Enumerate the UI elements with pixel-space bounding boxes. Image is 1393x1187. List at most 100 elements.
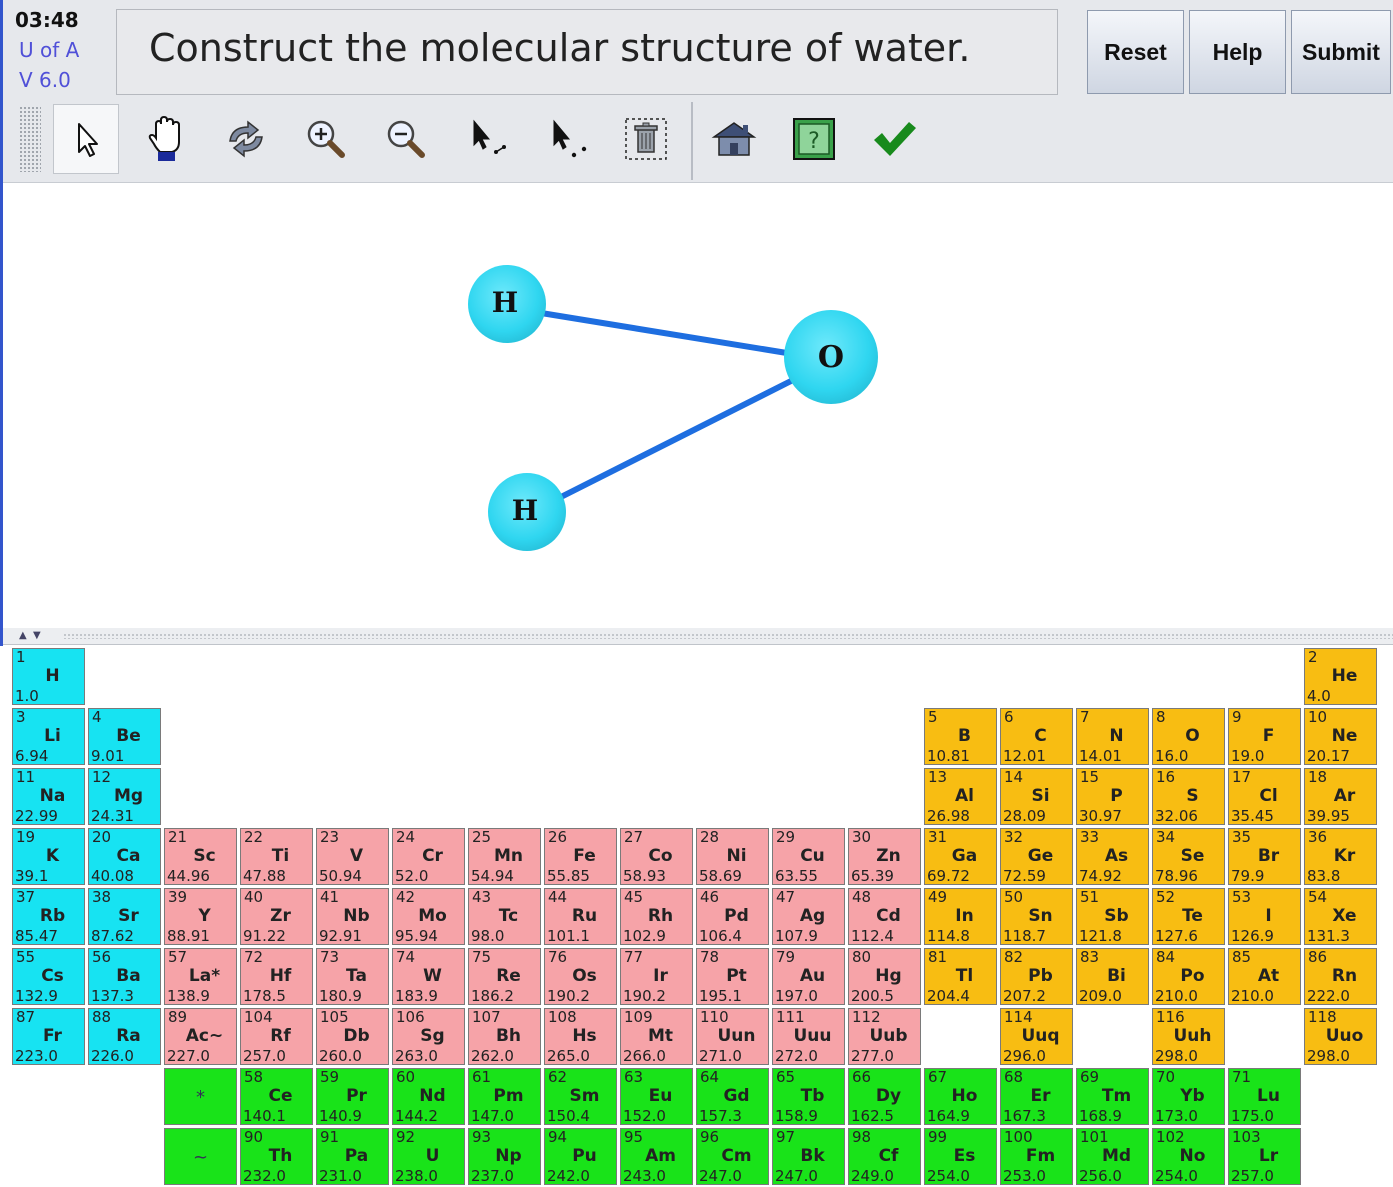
select-arrow-icon[interactable] — [53, 104, 119, 174]
bond-h2-o[interactable] — [553, 377, 795, 503]
atom-h2[interactable]: H — [488, 473, 566, 551]
toolbar-grip[interactable] — [19, 106, 41, 172]
home-icon[interactable] — [701, 104, 767, 174]
hand-icon[interactable] — [133, 104, 199, 174]
select-bond-icon[interactable] — [455, 104, 521, 174]
zoom-in-icon[interactable] — [293, 104, 359, 174]
help-button[interactable]: Help — [1189, 10, 1286, 94]
element-actinide-marker[interactable]: ~ — [164, 1128, 237, 1185]
rotate-icon[interactable] — [213, 104, 279, 174]
submit-button[interactable]: Submit — [1291, 10, 1391, 94]
bond-h1-o[interactable] — [534, 309, 794, 357]
splitter-up-icon[interactable]: ▲ — [19, 630, 27, 641]
hint-icon[interactable]: ? — [781, 104, 847, 174]
molecule-canvas[interactable]: H O H — [3, 192, 1393, 630]
element-lanthanide-marker[interactable]: * — [164, 1068, 237, 1125]
molecule-svg[interactable]: H O H — [3, 192, 1393, 630]
zoom-out-icon[interactable] — [373, 104, 439, 174]
